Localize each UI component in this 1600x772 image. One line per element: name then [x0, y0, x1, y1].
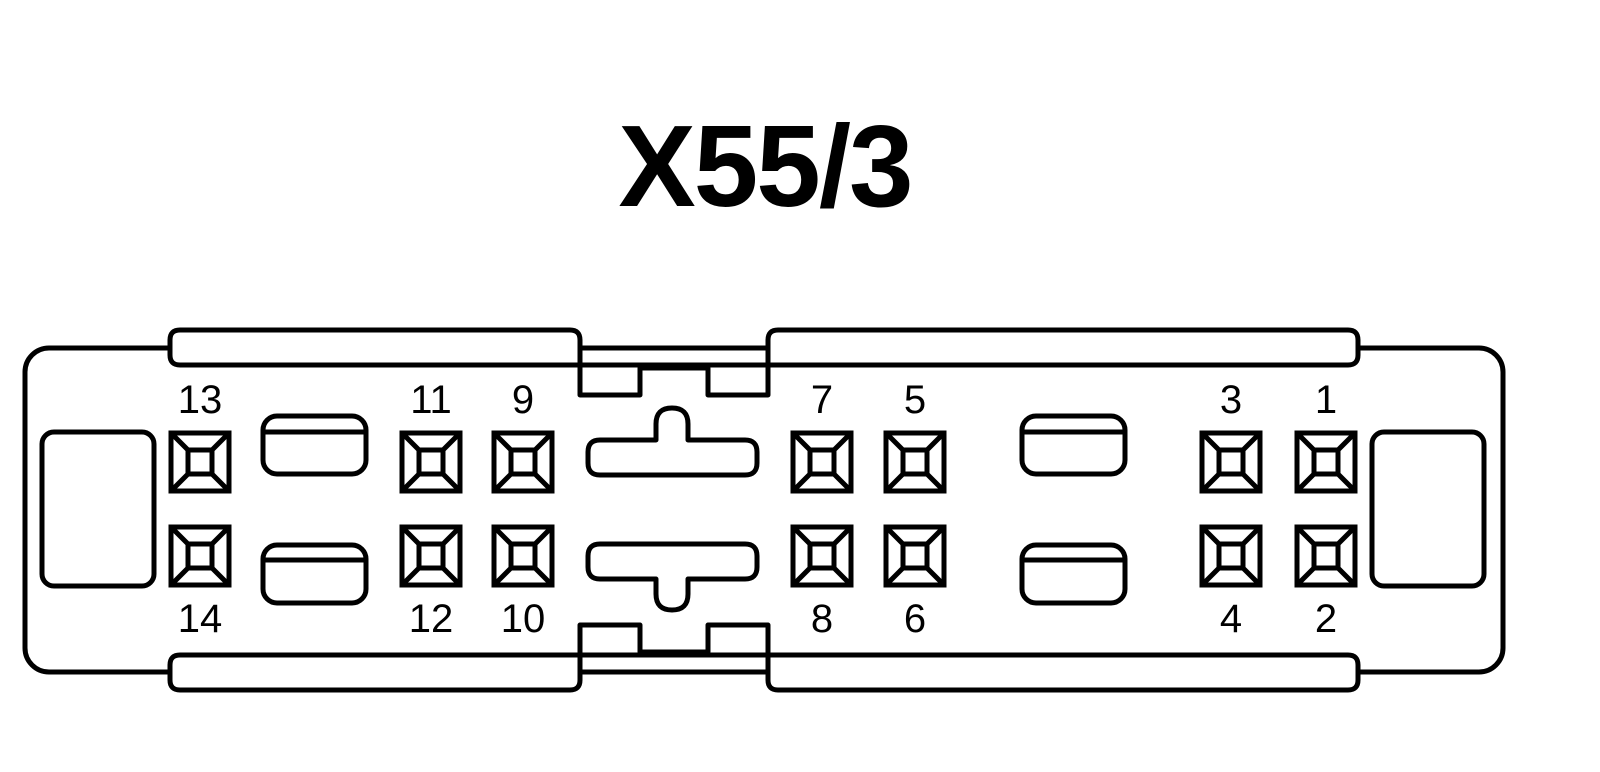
pin-cavity-12	[399, 524, 463, 588]
pin-label-7: 7	[811, 378, 833, 422]
pin-label-12: 12	[409, 597, 454, 641]
connector-housing	[22, 345, 1506, 675]
pin-label-1: 1	[1315, 378, 1337, 422]
centre-key-bottom	[585, 541, 760, 613]
pin-cavity-2	[1294, 524, 1358, 588]
left-side-window	[39, 429, 157, 589]
pin-cavity-11	[399, 430, 463, 494]
key-slot-top-left	[260, 413, 369, 477]
pin-label-5: 5	[904, 378, 926, 422]
bottom-latch-rail	[167, 622, 1361, 693]
pin-cavity-13	[168, 430, 232, 494]
pin-cavity-10	[491, 524, 555, 588]
pin-cavity-5	[883, 430, 947, 494]
pin-cavity-7	[790, 430, 854, 494]
pin-label-8: 8	[811, 597, 833, 641]
pin-cavity-3	[1199, 430, 1263, 494]
centre-key-top	[585, 405, 760, 478]
pin-cavity-4	[1199, 524, 1263, 588]
pin-label-10: 10	[501, 597, 546, 641]
pin-cavity-6	[883, 524, 947, 588]
pin-label-3: 3	[1220, 378, 1242, 422]
right-side-window	[1369, 429, 1487, 589]
pin-label-2: 2	[1315, 597, 1337, 641]
connector-title: X55/3	[618, 101, 913, 231]
pin-cavity-9	[491, 430, 555, 494]
pin-label-13: 13	[178, 378, 223, 422]
pin-cavity-8	[790, 524, 854, 588]
pin-label-14: 14	[178, 597, 223, 641]
pin-cavity-1	[1294, 430, 1358, 494]
pin-label-4: 4	[1220, 597, 1242, 641]
pin-label-6: 6	[904, 597, 926, 641]
key-slot-bottom-right	[1019, 542, 1128, 606]
key-slot-bottom-left	[260, 542, 369, 606]
pin-label-9: 9	[512, 378, 534, 422]
pin-cavity-14	[168, 524, 232, 588]
pin-label-11: 11	[410, 378, 452, 422]
key-slot-top-right	[1019, 413, 1128, 477]
top-latch-rail	[167, 327, 1361, 398]
